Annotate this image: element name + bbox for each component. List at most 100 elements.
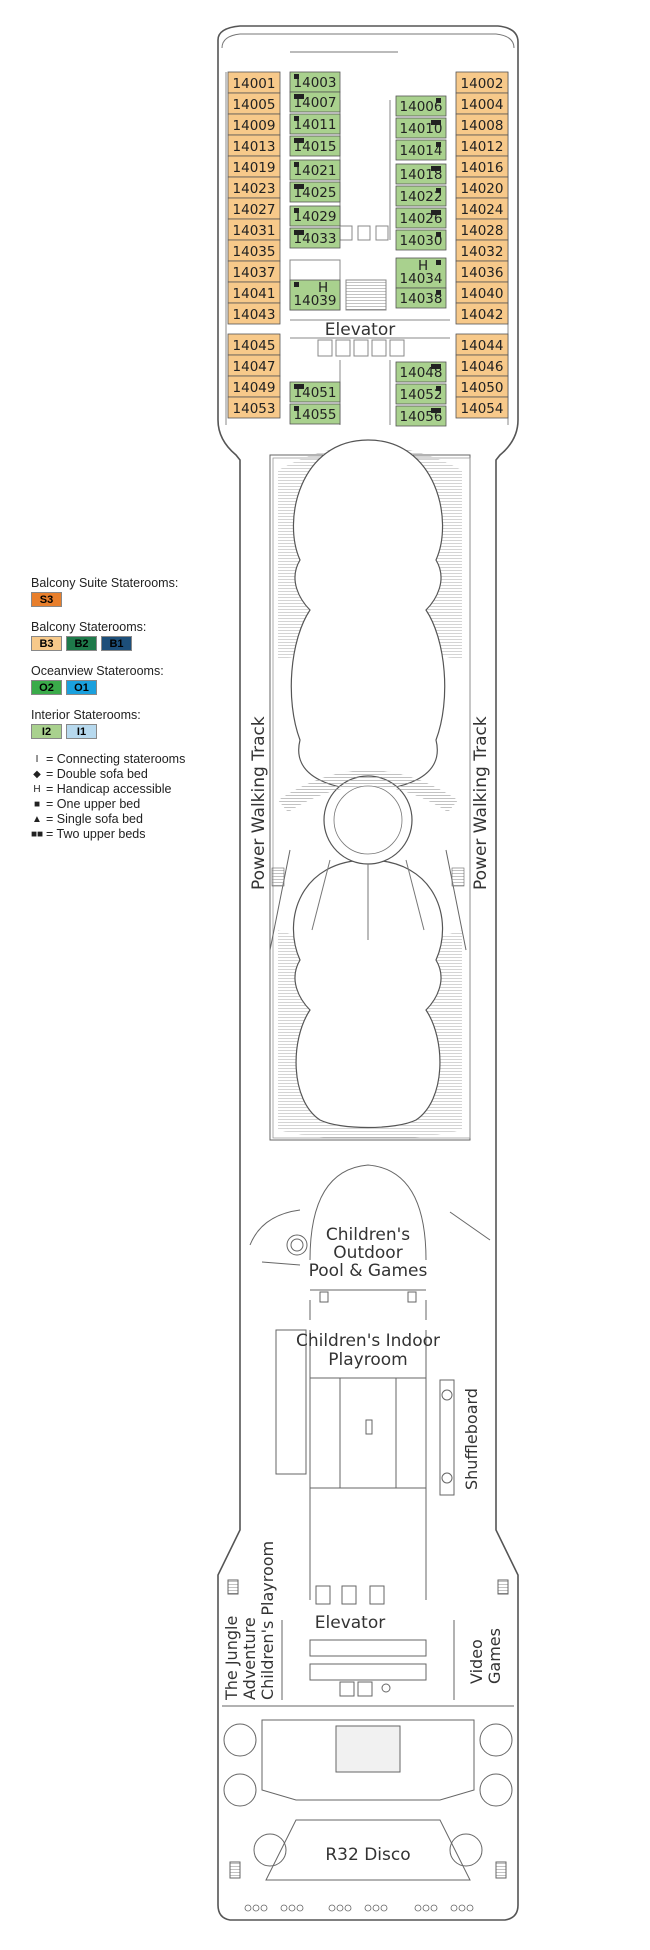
- upper-bed-icon: [436, 290, 441, 295]
- stateroom-14008: 14008: [455, 113, 509, 136]
- stateroom-number: 14041: [233, 286, 276, 302]
- stateroom-number: 14012: [461, 139, 504, 155]
- upper-bed-icon: [294, 138, 304, 143]
- stateroom-14054: 14054: [455, 396, 509, 419]
- stateroom-14035: 14035: [227, 239, 281, 262]
- stateroom-number: 14052: [400, 387, 443, 403]
- stateroom-number: 14022: [400, 189, 443, 205]
- upper-bed-icon: [294, 94, 304, 99]
- legend-symbol-row: I= Connecting staterooms: [31, 752, 221, 767]
- outdoor-pool-label-1: Children's: [326, 1225, 410, 1245]
- porthole: [430, 1904, 438, 1912]
- stateroom-number: 14029: [294, 209, 337, 225]
- stateroom-14049: 14049: [227, 375, 281, 398]
- stateroom-number: 14044: [461, 338, 504, 354]
- r32-disco-label: R32 Disco: [325, 1845, 410, 1865]
- legend-symbol-row: ■■= Two upper beds: [31, 827, 221, 842]
- stateroom-number: 14019: [233, 160, 276, 176]
- stateroom-14055: 14055: [289, 403, 341, 425]
- stateroom-number: 14002: [461, 76, 504, 92]
- swatch-b2: B2: [66, 636, 97, 651]
- stateroom-number: 14024: [461, 202, 504, 218]
- swatch-i2: I2: [31, 724, 62, 739]
- upper-bed-icon: [431, 364, 441, 369]
- legend-symbol-row: ◆= Double sofa bed: [31, 767, 221, 782]
- stateroom-number: 14027: [233, 202, 276, 218]
- porthole: [296, 1904, 304, 1912]
- upper-bed-icon: [436, 260, 441, 265]
- aft-elevator-area: [227, 1579, 509, 1700]
- stateroom-number: 14053: [233, 401, 276, 417]
- stateroom-14044: 14044: [455, 333, 509, 356]
- legend-heading: Interior Staterooms:: [31, 708, 141, 722]
- upper-bed-icon: [294, 406, 299, 411]
- jungle-label-2: Adventure: [240, 1617, 259, 1700]
- indoor-playroom-label-1: Children's Indoor: [296, 1331, 440, 1351]
- stateroom-number: 14036: [461, 265, 504, 281]
- porthole: [422, 1904, 430, 1912]
- legend-heading: Oceanview Staterooms:: [31, 664, 164, 678]
- legend-symbol-row: ▲= Single sofa bed: [31, 812, 221, 827]
- legend-symbols: I= Connecting staterooms◆= Double sofa b…: [31, 752, 221, 842]
- single-sofa-icon: ▲: [32, 814, 42, 825]
- stateroom-number: 14003: [294, 75, 337, 91]
- elevator-label-aft: Elevator: [315, 1613, 385, 1633]
- swatch-row: S3: [31, 592, 221, 607]
- stateroom-14030: 14030: [395, 229, 447, 251]
- stateroom-14003: 14003: [289, 71, 341, 93]
- porthole: [364, 1904, 372, 1912]
- porthole: [280, 1904, 288, 1912]
- stateroom-number: 14023: [233, 181, 276, 197]
- stateroom-14001: 14001: [227, 71, 281, 94]
- upper-bed-icon: [294, 162, 299, 167]
- r32-disco: [222, 1705, 514, 1881]
- upper-bed-icon: [436, 232, 441, 237]
- stateroom-14002: 14002: [455, 71, 509, 94]
- upper-bed-icon: [294, 116, 299, 121]
- upper-bed-icon: [294, 184, 304, 189]
- stateroom-number: 14045: [233, 338, 276, 354]
- childrens-indoor-playroom: [275, 1329, 455, 1600]
- stateroom-blocks: 1400114005140091401314019140231402714031…: [227, 71, 509, 427]
- stateroom-number: 14009: [233, 118, 276, 134]
- stateroom-number: 14049: [233, 380, 276, 396]
- legend-heading: Balcony Staterooms:: [31, 620, 147, 634]
- stateroom-number: 14005: [233, 97, 276, 113]
- stateroom-number: 14011: [294, 117, 337, 133]
- stateroom-number: 14055: [294, 407, 337, 423]
- stateroom-number: 14033: [294, 231, 337, 247]
- swatch-s3: S3: [31, 592, 62, 607]
- handicap-icon: H: [33, 784, 41, 795]
- stateroom-number: 14034: [400, 271, 443, 287]
- stateroom-14029: 14029: [289, 205, 341, 227]
- jungle-label-1: The Jungle: [222, 1616, 241, 1701]
- stateroom-14041: 14041: [227, 281, 281, 304]
- stateroom-number: 14001: [233, 76, 276, 92]
- stateroom-number: 14015: [294, 139, 337, 155]
- stateroom-14006: 14006: [395, 95, 447, 117]
- stateroom-14020: 14020: [455, 176, 509, 199]
- connecting-icon: I: [35, 754, 39, 765]
- stateroom-number: 14046: [461, 359, 504, 375]
- stateroom-14025: 14025: [289, 181, 341, 203]
- stateroom-14012: 14012: [455, 134, 509, 157]
- two-upper-beds-icon: ■■: [31, 829, 44, 840]
- stateroom-14031: 14031: [227, 218, 281, 241]
- legend-symbol-text: = One upper bed: [46, 797, 141, 811]
- stateroom-14053: 14053: [227, 396, 281, 419]
- legend-symbol-text: = Two upper beds: [46, 827, 146, 841]
- stateroom-number: 14039: [294, 293, 337, 309]
- stateroom-14016: 14016: [455, 155, 509, 178]
- stateroom-14010: 14010: [395, 117, 447, 139]
- stateroom-14043: 14043: [227, 302, 281, 325]
- stateroom-14028: 14028: [455, 218, 509, 241]
- stateroom-number: 14004: [461, 97, 504, 113]
- handicap-icon: H: [318, 280, 328, 296]
- swatch-b3: B3: [31, 636, 62, 651]
- video-games-label-2: Games: [485, 1628, 504, 1684]
- one-upper-bed-icon: ■: [33, 799, 41, 810]
- legend-symbol-text: = Handicap accessible: [46, 782, 172, 796]
